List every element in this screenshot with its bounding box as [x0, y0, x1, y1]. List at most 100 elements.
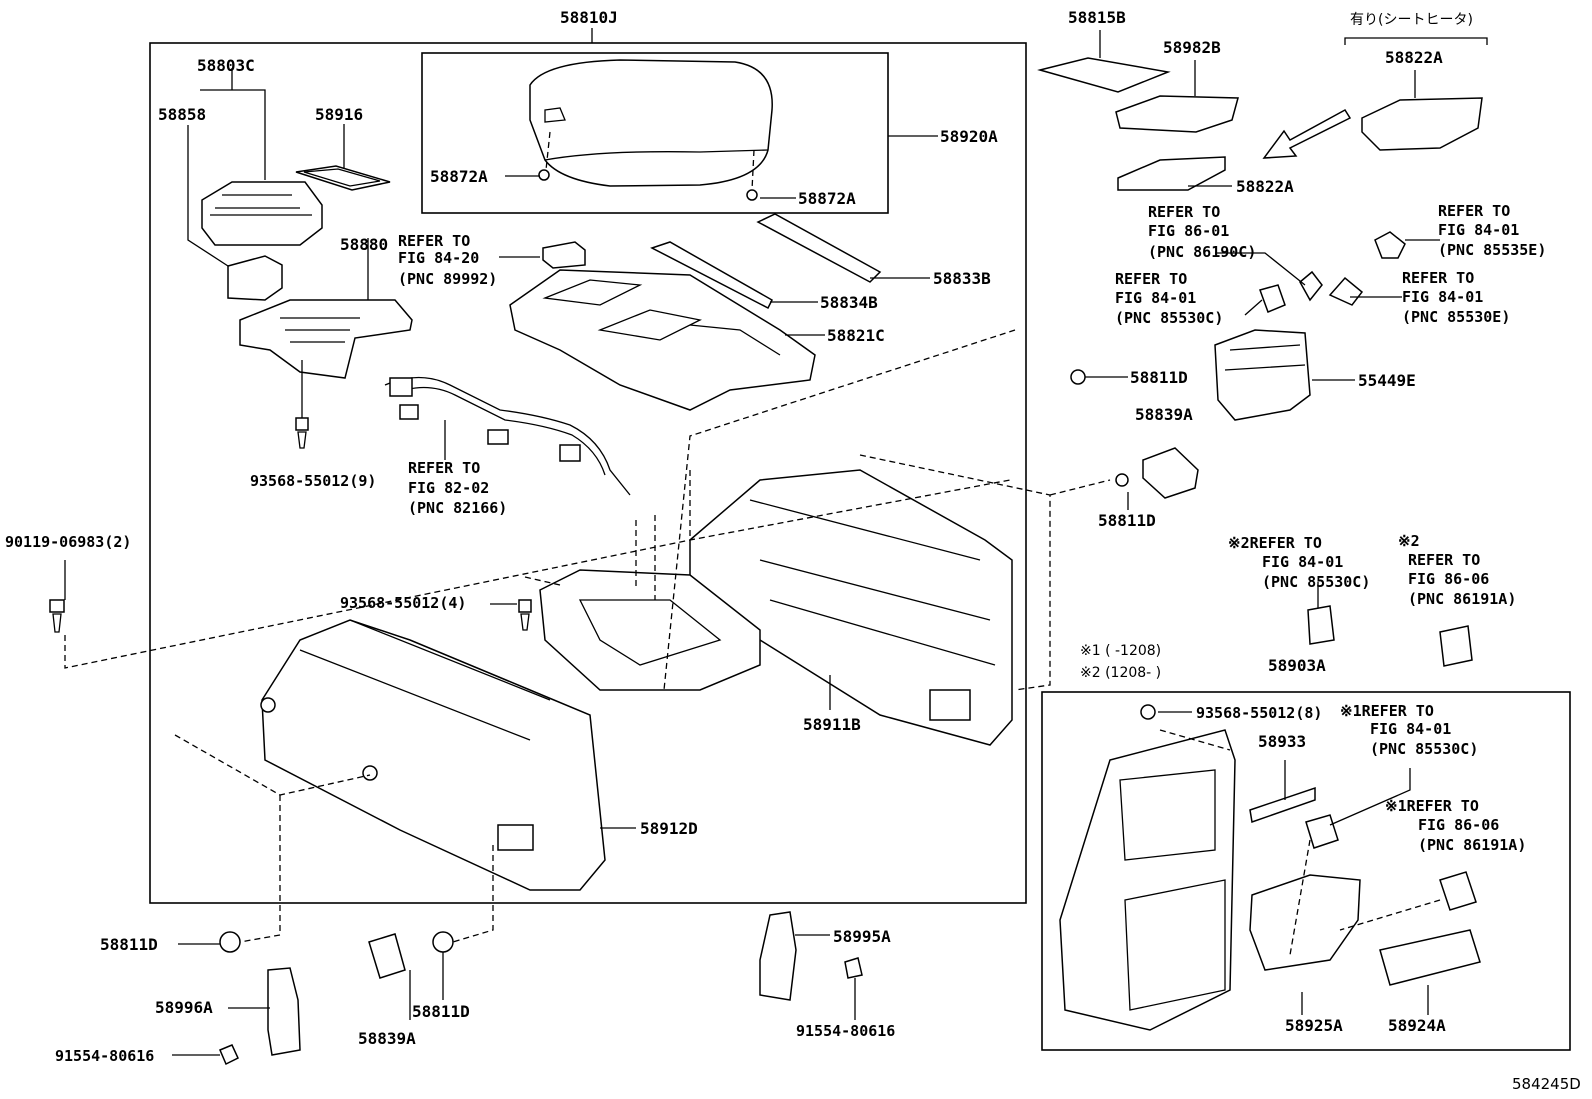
svg-text:FIG 86-01: FIG 86-01	[1148, 222, 1229, 240]
cover-58839A	[1142, 447, 1199, 499]
cover-58839A-lower	[368, 933, 406, 979]
rear-panel-58903A-body	[1059, 729, 1236, 1031]
label-58872A-1: 58872A	[430, 167, 488, 186]
screw-icon	[518, 599, 532, 631]
bolt-icon	[1140, 704, 1156, 720]
label-58872A-2: 58872A	[798, 189, 856, 208]
svg-text:FIG 82-02: FIG 82-02	[408, 479, 489, 497]
bracket-line	[1344, 37, 1488, 45]
label-58811D-2: 58811D	[1098, 511, 1156, 530]
svg-text:(PNC 85530C): (PNC 85530C)	[1262, 573, 1370, 591]
tray-58982B	[1115, 95, 1239, 133]
power-outlet	[1259, 284, 1286, 313]
svg-text:※2REFER TO: ※2REFER TO	[1228, 534, 1322, 552]
main-assembly-frame	[149, 42, 1027, 904]
label-58911B: 58911B	[803, 715, 861, 734]
clip-icon	[1115, 473, 1129, 487]
svg-text:REFER TO: REFER TO	[1408, 551, 1480, 569]
svg-text:(PNC 85530E): (PNC 85530E)	[1402, 308, 1510, 326]
svg-text:(PNC 89992): (PNC 89992)	[398, 270, 497, 288]
label-55449E: 55449E	[1358, 371, 1416, 390]
bracket-58858	[227, 255, 283, 301]
svg-text:REFER TO: REFER TO	[1115, 270, 1187, 288]
label-seat-heater-note: 有り(シートヒータ)	[1350, 12, 1473, 28]
svg-text:(PNC 85530C): (PNC 85530C)	[1115, 309, 1223, 327]
part-labels: 58810J 58803C 58858 58916 58880 58920A 5…	[5, 8, 1581, 1093]
svg-text:※1REFER TO: ※1REFER TO	[1340, 702, 1434, 720]
rear-panel-frame	[1041, 691, 1571, 1051]
ref-85530C-c: ※1REFER TO FIG 84-01 (PNC 85530C)	[1340, 702, 1478, 758]
switch-85530C-upper	[1307, 605, 1335, 645]
svg-text:FIG 86-06: FIG 86-06	[1418, 816, 1499, 834]
svg-text:FIG 84-01: FIG 84-01	[1115, 289, 1196, 307]
armrest-lid	[529, 59, 773, 187]
label-93568-8: 93568-55012(8)	[1196, 704, 1322, 722]
switch-panel-58822A	[1117, 156, 1226, 191]
wire-harness	[384, 376, 631, 496]
screw-icon	[49, 599, 65, 633]
label-58912D: 58912D	[640, 819, 698, 838]
label-58811D-3: 58811D	[100, 935, 158, 954]
ref-82166: REFER TO FIG 82-02 (PNC 82166)	[408, 459, 507, 517]
label-58822A-2: 58822A	[1236, 177, 1294, 196]
trim-58834B	[650, 241, 773, 310]
legend-note-1: ※1 ( -1208)	[1080, 643, 1161, 659]
label-58858: 58858	[158, 105, 206, 124]
label-93568-9: 93568-55012(9)	[250, 472, 376, 490]
trim-58924A	[1379, 929, 1481, 986]
assembly-guide-lines	[64, 329, 1441, 956]
svg-text:REFER TO: REFER TO	[408, 459, 480, 477]
clip-icon	[538, 169, 550, 181]
label-58803C: 58803C	[197, 56, 255, 75]
switch-86191A-upper	[1439, 625, 1473, 667]
label-91554-2: 91554-80616	[796, 1022, 895, 1040]
socket	[1328, 276, 1364, 306]
clip-icon	[260, 697, 276, 713]
label-58810J: 58810J	[560, 8, 618, 27]
svg-text:(PNC 82166): (PNC 82166)	[408, 499, 507, 517]
label-58811D-4: 58811D	[412, 1002, 470, 1021]
label-58839A-2: 58839A	[358, 1029, 416, 1048]
label-91554-1: 91554-80616	[55, 1047, 154, 1065]
ref-86190C: REFER TO FIG 86-01 (PNC 86190C)	[1148, 203, 1256, 261]
switch-panel-heater	[1361, 97, 1483, 151]
label-58920A: 58920A	[940, 127, 998, 146]
label-58822A-1: 58822A	[1385, 48, 1443, 67]
ref-86191A-b: ※1REFER TO FIG 86-06 (PNC 86191A)	[1385, 797, 1526, 854]
ref-85530C-a: REFER TO FIG 84-01 (PNC 85530C)	[1115, 270, 1223, 327]
bracket-58996A	[267, 967, 301, 1056]
diagram-id: 584245D	[1512, 1075, 1581, 1093]
label-93568-4: 93568-55012(4)	[340, 594, 466, 612]
lighter-socket	[1374, 231, 1406, 259]
panel-58925A	[1249, 874, 1361, 971]
svg-text:(PNC 85530C): (PNC 85530C)	[1370, 740, 1478, 758]
console-body-58911B	[689, 469, 1013, 746]
svg-text:REFER TO: REFER TO	[398, 232, 470, 250]
pad-58815B	[1037, 57, 1171, 93]
clip-icon	[432, 931, 454, 953]
socket-panel-55449E	[1214, 329, 1311, 421]
switch-85530C	[1305, 814, 1339, 849]
label-58933: 58933	[1258, 732, 1306, 751]
label-58924A: 58924A	[1388, 1016, 1446, 1035]
svg-text:FIG 86-06: FIG 86-06	[1408, 570, 1489, 588]
clip-icon	[362, 765, 378, 781]
label-58880: 58880	[340, 235, 388, 254]
clip-icon	[1070, 369, 1086, 385]
bolt-icon	[219, 1044, 239, 1066]
ref-89992: REFER TO FIG 84-20 (PNC 89992)	[398, 232, 497, 288]
label-58996A: 58996A	[155, 998, 213, 1017]
label-90119: 90119-06983(2)	[5, 533, 131, 551]
svg-text:※2: ※2	[1398, 532, 1420, 550]
ref-85530E: REFER TO FIG 84-01 (PNC 85530E)	[1402, 269, 1510, 326]
label-58811D-1: 58811D	[1130, 368, 1188, 387]
bolt-icon	[844, 957, 863, 979]
trim-58833B	[756, 213, 882, 283]
label-58995A: 58995A	[833, 927, 891, 946]
svg-text:(PNC 86191A): (PNC 86191A)	[1418, 836, 1526, 854]
ref-86191A-a: ※2 REFER TO FIG 86-06 (PNC 86191A)	[1398, 532, 1516, 608]
label-58821C: 58821C	[827, 326, 885, 345]
label-58925A: 58925A	[1285, 1016, 1343, 1035]
label-58916: 58916	[315, 105, 363, 124]
